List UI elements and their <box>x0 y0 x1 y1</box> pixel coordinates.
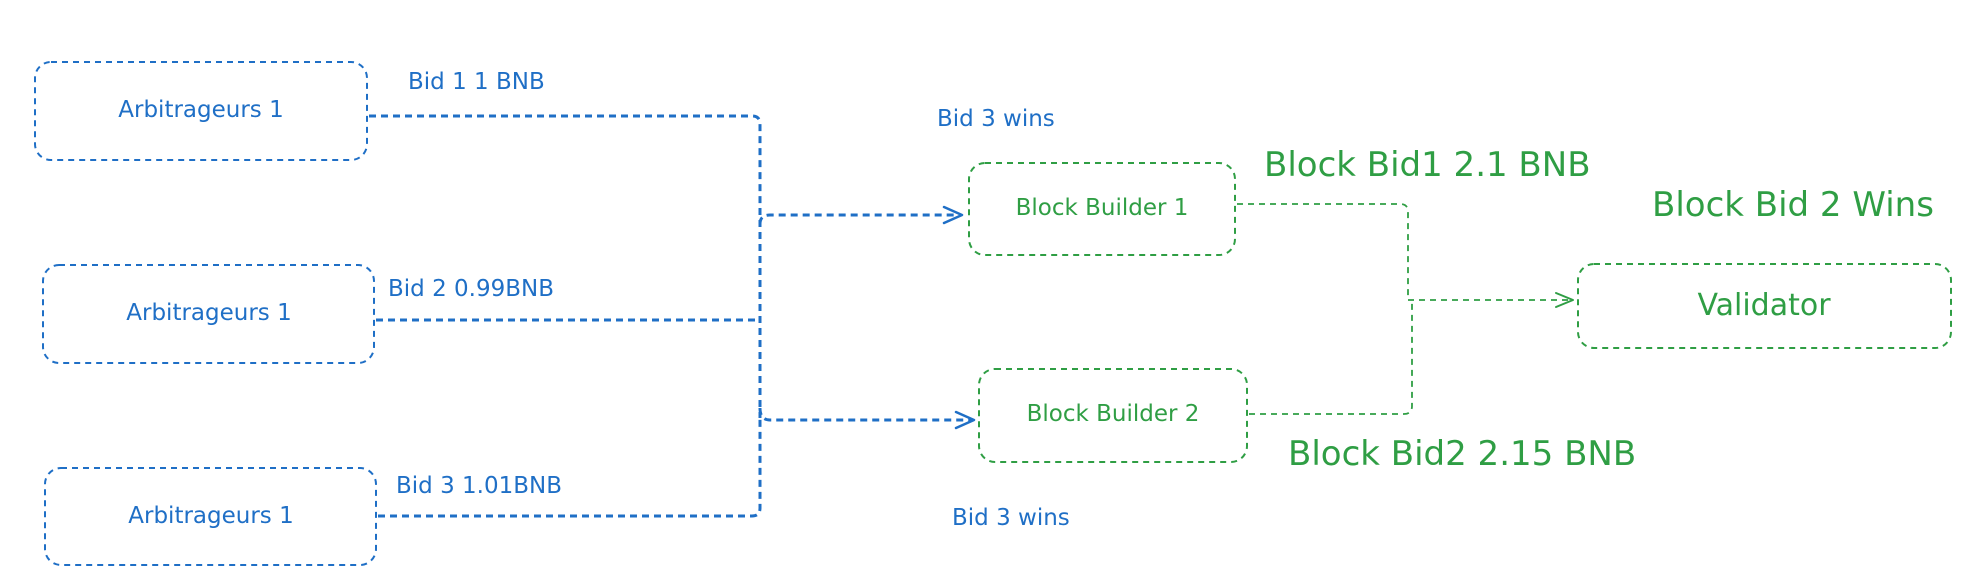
connector-to-builder-2 <box>758 407 972 422</box>
block-builder-label-2: Block Builder 2 <box>1027 401 1200 427</box>
validator-box <box>1577 263 1952 349</box>
validator-result-label: Block Bid 2 Wins <box>1652 185 1934 225</box>
block-bid-label-2: Block Bid2 2.15 BNB <box>1288 434 1636 474</box>
bid-label-2: Bid 2 0.99BNB <box>388 276 554 302</box>
arrowhead-validator <box>1555 292 1574 308</box>
block-bid-label-1: Block Bid1 2.1 BNB <box>1264 145 1591 185</box>
builder-2-win-note: Bid 3 wins <box>952 505 1070 531</box>
block-builder-label-1: Block Builder 1 <box>1016 195 1189 221</box>
block-builder-box-2 <box>978 368 1248 463</box>
bid-label-3: Bid 3 1.01BNB <box>396 473 562 499</box>
connector-builder-2-to-merge <box>1249 300 1413 415</box>
arbitrageur-box-1 <box>34 61 368 161</box>
arrowhead-builder-1 <box>942 205 964 225</box>
validator-label: Validator <box>1697 288 1831 323</box>
arbitrageur-box-2 <box>42 264 375 364</box>
builder-1-win-note: Bid 3 wins <box>937 106 1055 132</box>
arbitrageur-label-2: Arbitrageurs 1 <box>126 300 291 326</box>
connector-builder-1-to-merge <box>1237 203 1409 300</box>
connector-arbitrageur-1 <box>369 114 762 208</box>
arrowhead-builder-2 <box>954 410 976 430</box>
arbitrageur-box-3 <box>44 467 377 566</box>
bid-label-1: Bid 1 1 BNB <box>408 69 545 95</box>
connector-to-builder-1 <box>758 213 960 225</box>
block-builder-box-1 <box>968 162 1236 256</box>
arbitrageur-label-3: Arbitrageurs 1 <box>128 503 293 529</box>
arbitrageur-label-1: Arbitrageurs 1 <box>118 97 283 123</box>
connector-arbitrageur-3 <box>378 418 762 518</box>
